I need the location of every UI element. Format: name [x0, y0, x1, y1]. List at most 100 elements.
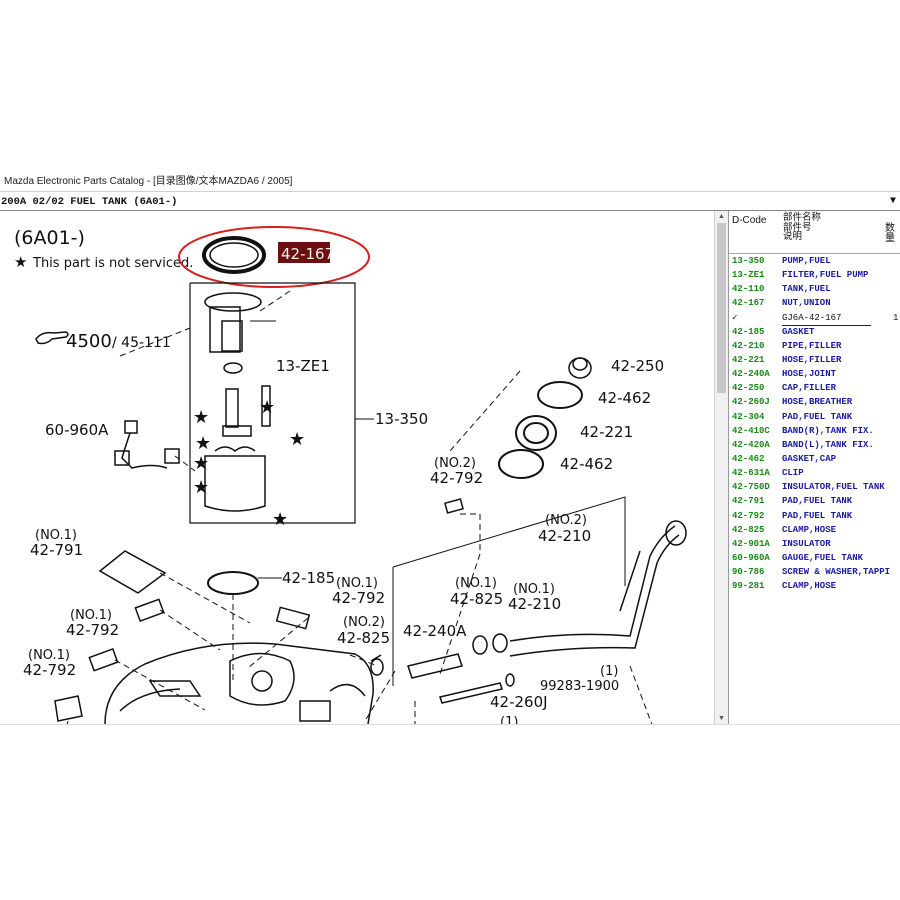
part-code[interactable]: 42-304	[732, 411, 765, 422]
joint-hose-icon[interactable]	[407, 633, 508, 679]
parts-row[interactable]: 13-ZE1 FILTER,FUEL PUMP	[729, 268, 900, 282]
pad-42-304-icon[interactable]	[54, 695, 83, 722]
header-dcode[interactable]: D-Code	[732, 215, 767, 226]
parts-row[interactable]: 42-250 CAP,FILLER	[729, 381, 900, 395]
part-code[interactable]: 42-631A	[732, 468, 770, 479]
parts-row[interactable]: 42-167 NUT,UNION	[729, 296, 900, 310]
label-42-825-b[interactable]: 42-825	[450, 590, 503, 608]
part-description[interactable]: SCREW & WASHER,TAPPI	[782, 567, 891, 578]
label-42-792-c[interactable]: 42-792	[23, 661, 76, 679]
part-code[interactable]: 42-221	[732, 354, 765, 365]
part-description[interactable]: NUT,UNION	[782, 298, 831, 309]
label-42-825-a[interactable]: 42-825	[337, 629, 390, 647]
parts-row[interactable]: 42-792 PAD,FUEL TANK	[729, 509, 900, 523]
part-code[interactable]: 99-281	[732, 581, 765, 592]
label-60-960a[interactable]: 60-960A	[45, 421, 109, 439]
label-42-221[interactable]: 42-221	[580, 423, 633, 441]
part-code[interactable]: 42-791	[732, 496, 765, 507]
label-42-250[interactable]: 42-250	[611, 357, 664, 375]
label-42-792-a[interactable]: 42-792	[430, 469, 483, 487]
fuel-tank-icon[interactable]	[104, 642, 374, 724]
label-42-260j[interactable]: 42-260J	[490, 693, 548, 711]
label-42-210-b[interactable]: 42-210	[508, 595, 561, 613]
part-description[interactable]: INSULATOR,FUEL TANK	[782, 482, 885, 493]
part-description[interactable]: CLIP	[782, 468, 804, 479]
parts-row[interactable]: 90-786 SCREW & WASHER,TAPPI	[729, 565, 900, 579]
scroll-up-arrow-icon[interactable]: ▲	[718, 213, 725, 220]
label-99283-1900[interactable]: 99283-1900	[540, 679, 619, 694]
label-42-185[interactable]: 42-185	[282, 569, 335, 587]
part-description[interactable]: PAD,FUEL TANK	[782, 510, 853, 521]
part-code[interactable]: 42-462	[732, 453, 765, 464]
header-qty[interactable]: 数量	[885, 223, 895, 244]
parts-row[interactable]: 42-825 CLAMP,HOSE	[729, 523, 900, 537]
part-code[interactable]: 42-250	[732, 383, 765, 394]
label-42-462-a[interactable]: 42-462	[598, 389, 651, 407]
scroll-down-arrow-icon[interactable]: ▼	[718, 715, 725, 722]
cap-gasket-2-icon[interactable]	[498, 449, 544, 479]
parts-row[interactable]: 42-110 TANK,FUEL	[729, 282, 900, 296]
fuel-pump-icon[interactable]	[204, 292, 271, 512]
part-code[interactable]: 42-167	[732, 298, 765, 309]
section-dropdown-arrow-icon[interactable]: ▼	[889, 196, 896, 207]
part-code[interactable]: 42-750D	[732, 482, 770, 493]
parts-row[interactable]: 60-960A GAUGE,FUEL TANK	[729, 551, 900, 565]
label-13-ze1[interactable]: 13-ZE1	[276, 357, 330, 375]
part-code[interactable]: 42-185	[732, 326, 765, 337]
label-13-350[interactable]: 13-350	[375, 410, 428, 428]
part-code[interactable]: 42-825	[732, 524, 765, 535]
part-description[interactable]: FILTER,FUEL PUMP	[782, 270, 869, 281]
parts-illustration[interactable]: (6A01-) ★ This part is not serviced. 42-…	[0, 211, 714, 724]
part-description[interactable]: PUMP,FUEL	[782, 256, 831, 266]
label-42-240a[interactable]: 42-240A	[403, 622, 467, 640]
part-description[interactable]: GAUGE,FUEL TANK	[782, 552, 864, 563]
illustration-scrollbar[interactable]: ▲ ▼	[714, 211, 728, 724]
part-code[interactable]: 42-792	[732, 510, 765, 521]
hose-clamp-a-icon[interactable]	[370, 654, 384, 676]
parts-row[interactable]: 42-185 GASKET	[729, 325, 900, 339]
pad-42-791-icon[interactable]	[98, 550, 167, 594]
pad-42-792-d-icon[interactable]	[275, 606, 311, 630]
label-42-210-a[interactable]: 42-210	[538, 527, 591, 545]
part-description[interactable]: CLAMP,HOSE	[782, 524, 837, 535]
part-code[interactable]: 42-901A	[732, 538, 770, 549]
cap-gasket-icon[interactable]	[537, 381, 583, 409]
header-part-number[interactable]: 部件号	[783, 221, 812, 233]
parts-row[interactable]: 42-631A CLIP	[729, 466, 900, 480]
checkmark-icon[interactable]: ✓	[732, 312, 738, 323]
part-description[interactable]: HOSE,FILLER	[782, 354, 842, 365]
pad-42-792-c-icon[interactable]	[88, 648, 119, 672]
part-description[interactable]: TANK,FUEL	[782, 284, 831, 295]
part-code[interactable]: 13-ZE1	[732, 270, 765, 281]
header-part-name[interactable]: 部件名称	[783, 212, 822, 223]
part-description[interactable]: CAP,FILLER	[782, 383, 837, 394]
part-code[interactable]: 60-960A	[732, 552, 770, 563]
part-description[interactable]: HOSE,JOINT	[782, 369, 837, 380]
part-code[interactable]: 42-260J	[732, 397, 770, 408]
parts-row[interactable]: 42-791 PAD,FUEL TANK	[729, 494, 900, 508]
part-code[interactable]: 42-210	[732, 340, 765, 351]
parts-row[interactable]: 42-304 PAD,FUEL TANK	[729, 410, 900, 424]
part-description[interactable]: GASKET	[782, 326, 815, 337]
part-code[interactable]: 42-110	[732, 284, 765, 295]
parts-row[interactable]: 42-221 HOSE,FILLER	[729, 353, 900, 367]
part-code[interactable]: 90-786	[732, 567, 765, 578]
part-description[interactable]: INSULATOR	[782, 538, 831, 549]
part-description[interactable]: GJ6A-42-167	[782, 311, 872, 326]
part-description[interactable]: PAD,FUEL TANK	[782, 496, 853, 507]
scrollbar-thumb[interactable]	[717, 223, 726, 393]
pad-42-792-b-icon[interactable]	[134, 598, 165, 622]
part-description[interactable]: PAD,FUEL TANK	[782, 411, 853, 422]
header-part-desc[interactable]: 说明	[783, 231, 803, 242]
gasket-icon[interactable]	[207, 571, 259, 595]
part-description[interactable]: BAND(L),TANK FIX.	[782, 439, 874, 450]
union-nut-ring-icon[interactable]	[202, 236, 266, 274]
